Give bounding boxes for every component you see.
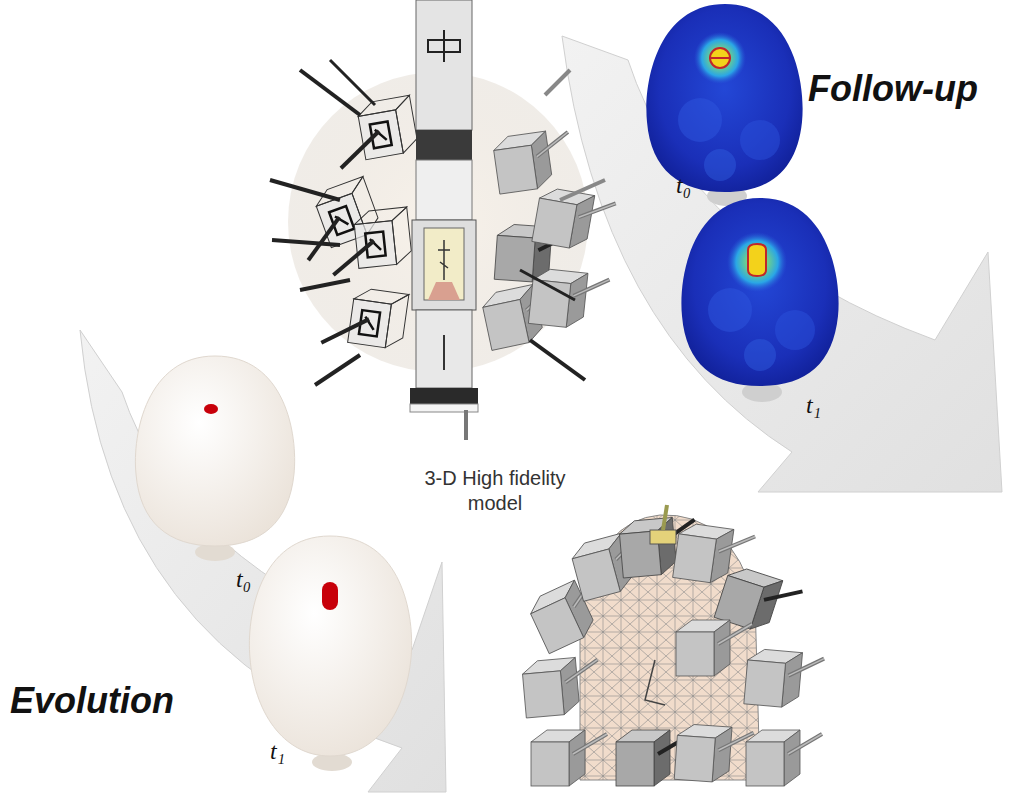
- section-title: Follow-up: [808, 68, 978, 110]
- center-caption: 3-D High fidelity model: [405, 466, 585, 516]
- time-label: t₀: [236, 566, 251, 593]
- field-map-t1: [681, 198, 838, 402]
- section-title: Evolution: [10, 680, 174, 722]
- time-label: t₁: [806, 392, 821, 419]
- head-t1: [249, 536, 411, 771]
- time-label: t₁: [270, 738, 285, 765]
- time-label: t₀: [676, 172, 691, 199]
- scanner-model: [270, 0, 616, 440]
- helmet-model: [521, 505, 824, 786]
- field-map-t0: [646, 4, 802, 206]
- head-t0: [135, 356, 294, 561]
